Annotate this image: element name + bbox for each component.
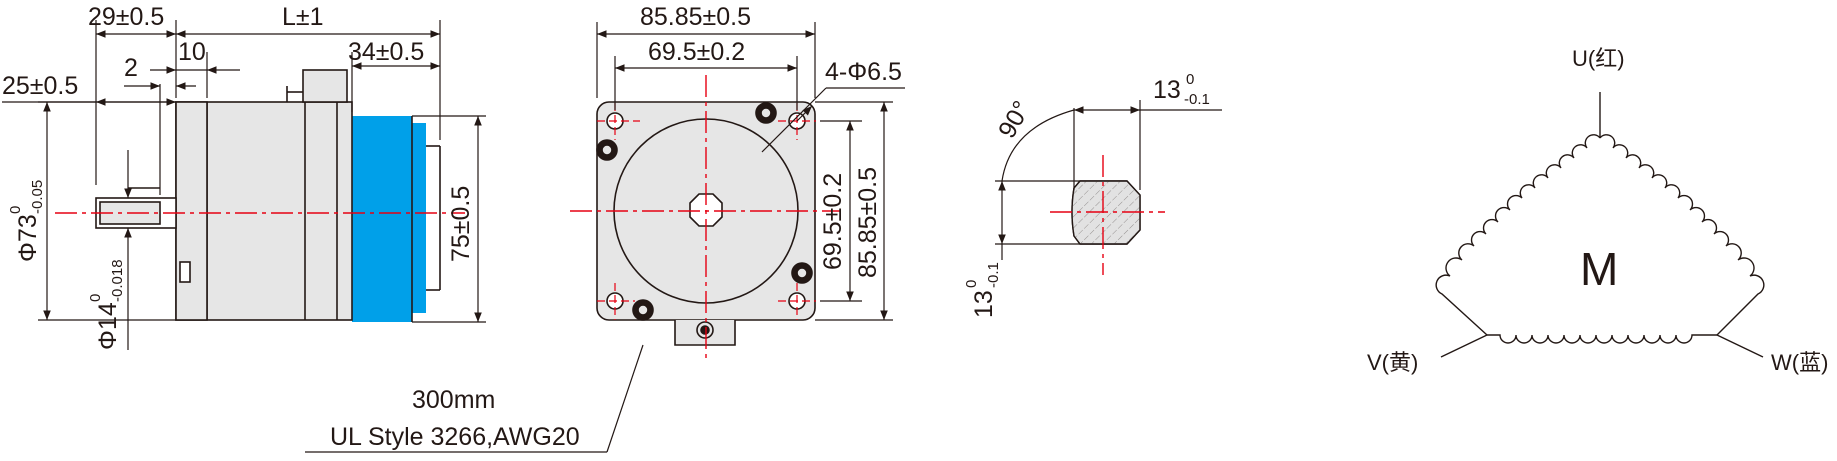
- side-dimensions: [2, 20, 486, 350]
- dim-front-width-outer: 85.85±0.5: [640, 3, 751, 31]
- dim-flat-width: 13 0 -0.1: [1153, 71, 1210, 108]
- dim-angle: 90°: [993, 96, 1036, 143]
- cable-spec: UL Style 3266,AWG20: [330, 423, 580, 451]
- motor-flange: [175, 101, 208, 321]
- dim-front-height-holes: 69.5±0.2: [819, 173, 847, 270]
- front-dimensions: [596, 22, 905, 321]
- svg-text:13: 13: [1153, 76, 1181, 104]
- dim-body-length: L±1: [282, 3, 324, 31]
- dim-shaft-offset: 29±0.5: [88, 3, 164, 31]
- svg-text:-0.1: -0.1: [985, 262, 1002, 288]
- encoder-cap: [412, 123, 426, 313]
- front-view: [570, 75, 840, 360]
- shaft-section-dims: [995, 100, 1222, 260]
- dim-key-offset: 2: [124, 54, 138, 82]
- wire-v: [1440, 334, 1488, 358]
- dim-front-height-outer: 85.85±0.5: [854, 167, 882, 278]
- screws: [596, 102, 813, 321]
- wire-w-label: W(蓝): [1771, 350, 1828, 375]
- wiring-diagram: [1435, 92, 1765, 358]
- dim-shaft-length: 25±0.5: [2, 72, 78, 100]
- dim-holes: 4-Φ6.5: [825, 58, 902, 86]
- svg-text:0: 0: [1186, 71, 1194, 88]
- wire-w: [1716, 334, 1764, 358]
- wire-u-label: U(红): [1572, 46, 1625, 71]
- dim-encoder-length: 34±0.5: [348, 38, 424, 66]
- svg-text:-0.1: -0.1: [1184, 91, 1210, 108]
- svg-text:13: 13: [970, 290, 998, 318]
- cable-length: 300mm: [412, 386, 495, 414]
- svg-text:0: 0: [963, 280, 980, 288]
- svg-text:-0.018: -0.018: [109, 259, 126, 302]
- motor-label: M: [1580, 243, 1618, 295]
- wire-v-label: V(黄): [1367, 350, 1418, 375]
- dim-flat-height: 13 0 -0.1: [963, 262, 1002, 318]
- svg-text:Φ73: Φ73: [14, 214, 42, 262]
- encoder-body: [352, 116, 412, 322]
- svg-text:-0.05: -0.05: [29, 180, 46, 214]
- dim-flange-step: 10: [178, 38, 206, 66]
- dim-shaft-dia: Φ14 0 -0.018: [87, 259, 126, 350]
- coil-uw: [1599, 134, 1765, 336]
- dim-encoder-height: 75±0.5: [447, 186, 475, 262]
- dim-body-dia: Φ73 0 -0.05: [7, 180, 46, 262]
- cable-leader: [305, 344, 644, 453]
- coil-vw: [1487, 334, 1717, 344]
- svg-text:Φ14: Φ14: [94, 302, 122, 350]
- dim-front-width-holes: 69.5±0.2: [648, 38, 745, 66]
- svg-text:0: 0: [7, 206, 24, 214]
- shaft-section: [1050, 155, 1165, 275]
- connector: [302, 69, 348, 103]
- side-view: [55, 69, 465, 322]
- svg-text:0: 0: [87, 294, 104, 302]
- coil-uv: [1435, 134, 1601, 336]
